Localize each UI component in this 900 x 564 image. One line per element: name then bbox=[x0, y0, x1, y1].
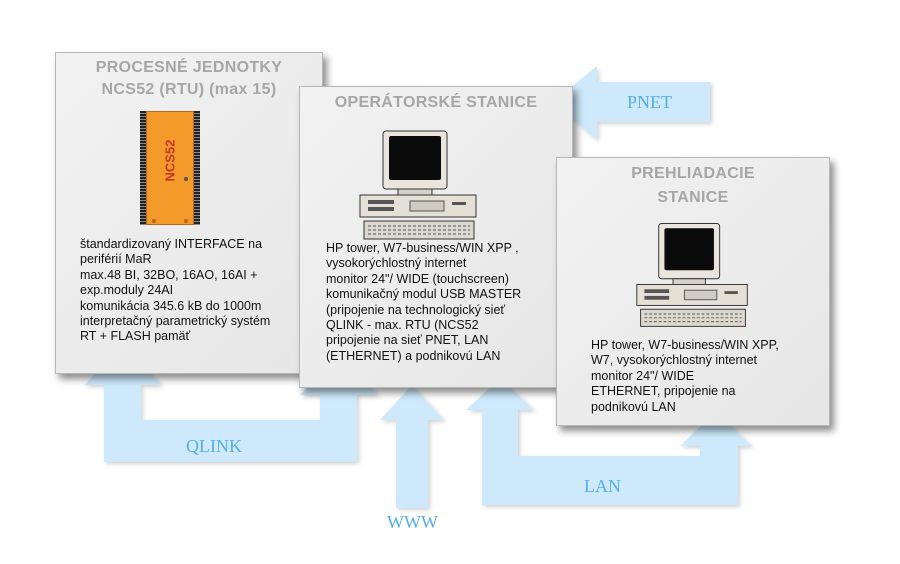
operatorske-desc-line: pripojenie na sieť PNET, LAN bbox=[326, 333, 489, 348]
procesne-title-line1: PROCESNÉ JEDNOTKY bbox=[95, 59, 283, 76]
procesne-desc-line: RT + FLASH pamäť bbox=[80, 329, 191, 344]
lan-arrow bbox=[466, 378, 752, 505]
operatorske-desc-line: vysokorýchlostný internet bbox=[326, 256, 467, 271]
operatorske-desc-line: HP tower, W7-business/WIN XPP , bbox=[326, 241, 519, 255]
operatorske-desc-line: QLINK - max. RTU (NCS52 bbox=[326, 318, 479, 333]
procesne-desc-line: exp.moduly 24AI bbox=[80, 283, 174, 298]
procesne-desc-line: komunikácia 345.6 kB do 1000m bbox=[80, 298, 262, 313]
lan-label: LAN bbox=[584, 476, 621, 496]
pnet-arrow bbox=[553, 66, 710, 140]
prehliadacie-title-line2: STANICE bbox=[657, 189, 729, 206]
prehliadacie-desc-line: podnikovú LAN bbox=[591, 399, 676, 414]
qlink-label: QLINK bbox=[186, 436, 242, 456]
procesne-desc-line: štandardizovaný INTERFACE na bbox=[80, 237, 263, 251]
prehliadacie-desc-line: ETHERNET, pripojenie na bbox=[591, 384, 736, 399]
desktop-computer-icon bbox=[359, 130, 477, 240]
procesne-desc-line: periférií MaR bbox=[80, 252, 152, 267]
www-label: WWW bbox=[387, 512, 438, 532]
prehliadacie-stanice-box: PREHLIADACIE STANICE HP tower, W7-busine… bbox=[556, 157, 830, 426]
operatorske-desc-line: (pripojenie na technologický sieť bbox=[326, 302, 506, 317]
procesne-jednotky-box: PROCESNÉ JEDNOTKY NCS52 (RTU) (max 15) N… bbox=[55, 52, 323, 374]
pnet-label: PNET bbox=[627, 92, 672, 112]
ncs52-module-icon: NCS52 bbox=[140, 111, 200, 225]
procesne-title-line2: NCS52 (RTU) (max 15) bbox=[101, 81, 277, 98]
qlink-arrow bbox=[84, 346, 378, 462]
operatorske-stanice-box: OPERÁTORSKÉ STANICE HP tower, W7-busines… bbox=[299, 86, 573, 388]
prehliadacie-description: HP tower, W7-business/WIN XPP, W7, vysok… bbox=[591, 338, 779, 415]
ncs52-module-label: NCS52 bbox=[162, 139, 178, 182]
operatorske-title: OPERÁTORSKÉ STANICE bbox=[334, 94, 538, 111]
prehliadacie-desc-line: HP tower, W7-business/WIN XPP, bbox=[591, 338, 779, 352]
operatorske-desc-line: komunikačný modul USB MASTER bbox=[326, 287, 522, 302]
operatorske-desc-line: monitor 24"/ WIDE (touchscreen) bbox=[326, 271, 509, 286]
www-arrow bbox=[380, 385, 444, 508]
operatorske-description: HP tower, W7-business/WIN XPP , vysokorý… bbox=[326, 241, 521, 364]
desktop-computer-icon bbox=[636, 223, 748, 327]
procesne-description: štandardizovaný INTERFACE na periférií M… bbox=[80, 237, 270, 345]
procesne-desc-line: interpretačný parametrický systém bbox=[80, 314, 271, 329]
prehliadacie-desc-line: W7, vysokorýchlostný internet bbox=[591, 353, 758, 368]
procesne-desc-line: max.48 BI, 32BO, 16AO, 16AI + bbox=[80, 267, 258, 282]
prehliadacie-title-line1: PREHLIADACIE bbox=[631, 165, 755, 182]
prehliadacie-desc-line: monitor 24"/ WIDE bbox=[591, 368, 695, 383]
operatorske-desc-line: (ETHERNET) a podnikovú LAN bbox=[326, 348, 501, 363]
